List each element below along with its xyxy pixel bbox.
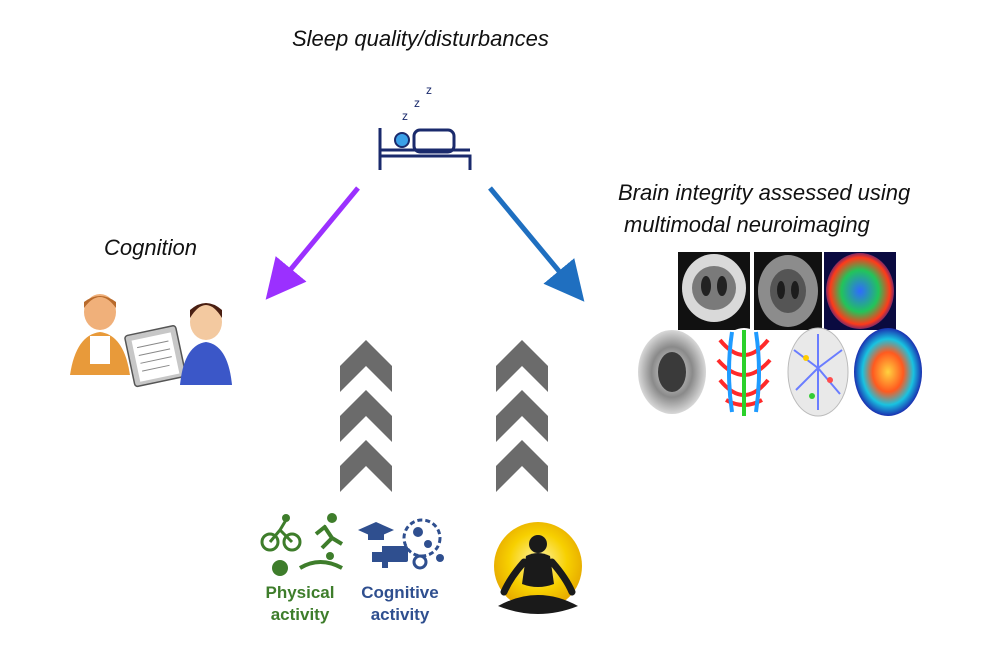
brain-label-line1: Brain integrity assessed using (618, 180, 911, 205)
neuroimaging-brain-scans (638, 252, 922, 417)
sleeping-person-in-bed-icon: z z z (378, 83, 472, 170)
cognition-label: Cognition (104, 235, 197, 260)
tractography-scan (714, 328, 774, 416)
physical-label-line2: activity (270, 605, 330, 624)
svg-text:z: z (414, 96, 420, 110)
pet-gray-scan (638, 330, 706, 414)
arrow-sleep-to-cognition (265, 186, 360, 300)
physical-label-line1: Physical (265, 583, 335, 602)
svg-text:z: z (426, 83, 432, 97)
sports-icons (260, 513, 344, 576)
chevron-up-stack-right (496, 340, 548, 492)
arrow-sleep-to-brain (488, 186, 585, 302)
mri-coronal-scan (678, 252, 750, 330)
cognitive-label-line2: activity (370, 605, 430, 624)
pet-color-scan (854, 328, 922, 416)
diffusion-map-scan (824, 252, 896, 330)
meditation-icon (494, 522, 582, 614)
education-and-brain-gears-icons (358, 518, 444, 570)
connectome-scan (787, 327, 849, 417)
cognitive-activity-label: Cognitive activity (350, 582, 450, 626)
mri-axial-scan (754, 252, 822, 330)
chevron-up-stack-left (340, 340, 392, 492)
svg-text:z: z (402, 109, 408, 123)
clinician-interview-icon (70, 294, 232, 388)
brain-label-line2: multimodal neuroimaging (624, 212, 870, 237)
sleep-label: Sleep quality/disturbances (292, 26, 549, 51)
physical-activity-label: Physical activity (250, 582, 350, 626)
cognitive-label-line1: Cognitive (361, 583, 439, 602)
